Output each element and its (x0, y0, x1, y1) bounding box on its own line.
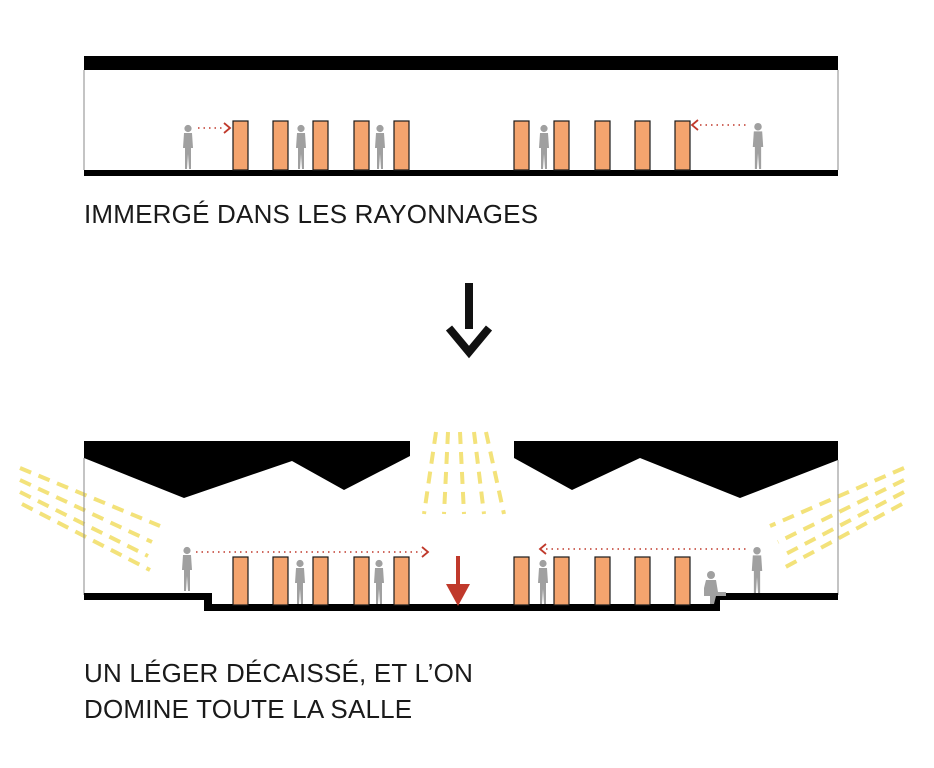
person-silhouette-icon (538, 559, 548, 604)
person-silhouette-icon (296, 124, 306, 169)
person-silhouette-icon (375, 124, 385, 169)
bookshelf-icon (674, 120, 691, 171)
bookshelf-icon (553, 120, 570, 171)
arrow-down-icon (445, 283, 493, 359)
shelves-after (232, 556, 691, 606)
shelves-before (232, 120, 691, 171)
bookshelf-icon (272, 556, 289, 606)
bookshelf-icon (674, 556, 691, 606)
caption-after-line2: DOMINE TOUTE LA SALLE (84, 694, 413, 724)
descent-arrow-icon (446, 556, 470, 606)
bookshelf-icon (634, 556, 651, 606)
sunken-floor-after (84, 593, 838, 611)
bookshelf-icon (594, 120, 611, 171)
section-before (83, 56, 839, 176)
person-silhouette-icon (183, 124, 193, 169)
person-silhouette-icon (539, 124, 549, 169)
ceiling-right-after (514, 441, 838, 498)
bookshelf-icon (312, 120, 329, 171)
bookshelf-icon (594, 556, 611, 606)
seated-person-icon (704, 571, 726, 604)
sightline-left-after (196, 546, 430, 558)
bookshelf-icon (393, 556, 410, 606)
section-after (19, 431, 905, 611)
sightline-right-before (690, 119, 748, 131)
sightline-left-before (198, 122, 232, 134)
bookshelf-icon (353, 120, 370, 171)
person-silhouette-icon (374, 559, 384, 604)
daylight-rays-left (19, 466, 161, 572)
caption-before: IMMERGÉ DANS LES RAYONNAGES (84, 199, 539, 229)
person-silhouette-icon (752, 122, 764, 169)
sightline-right-after (538, 543, 748, 555)
bookshelf-icon (513, 556, 530, 606)
bookshelf-icon (393, 120, 410, 171)
daylight-rays-center (422, 431, 506, 515)
ceiling-left-after (84, 441, 410, 498)
bookshelf-icon (272, 120, 289, 171)
person-silhouette-icon (182, 546, 192, 591)
bookshelf-icon (553, 556, 570, 606)
person-silhouette-icon (751, 546, 763, 593)
caption-after-line1: UN LÉGER DÉCAISSÉ, ET L’ON (84, 658, 474, 688)
person-silhouette-icon (295, 559, 305, 604)
bookshelf-icon (513, 120, 530, 171)
bookshelf-icon (353, 556, 370, 606)
floor-slab-before (84, 170, 838, 176)
bookshelf-icon (312, 556, 329, 606)
bookshelf-icon (232, 556, 249, 606)
bookshelf-icon (634, 120, 651, 171)
daylight-rays-right (769, 466, 905, 572)
ceiling-slab-before (84, 56, 838, 70)
bookshelf-icon (232, 120, 249, 171)
